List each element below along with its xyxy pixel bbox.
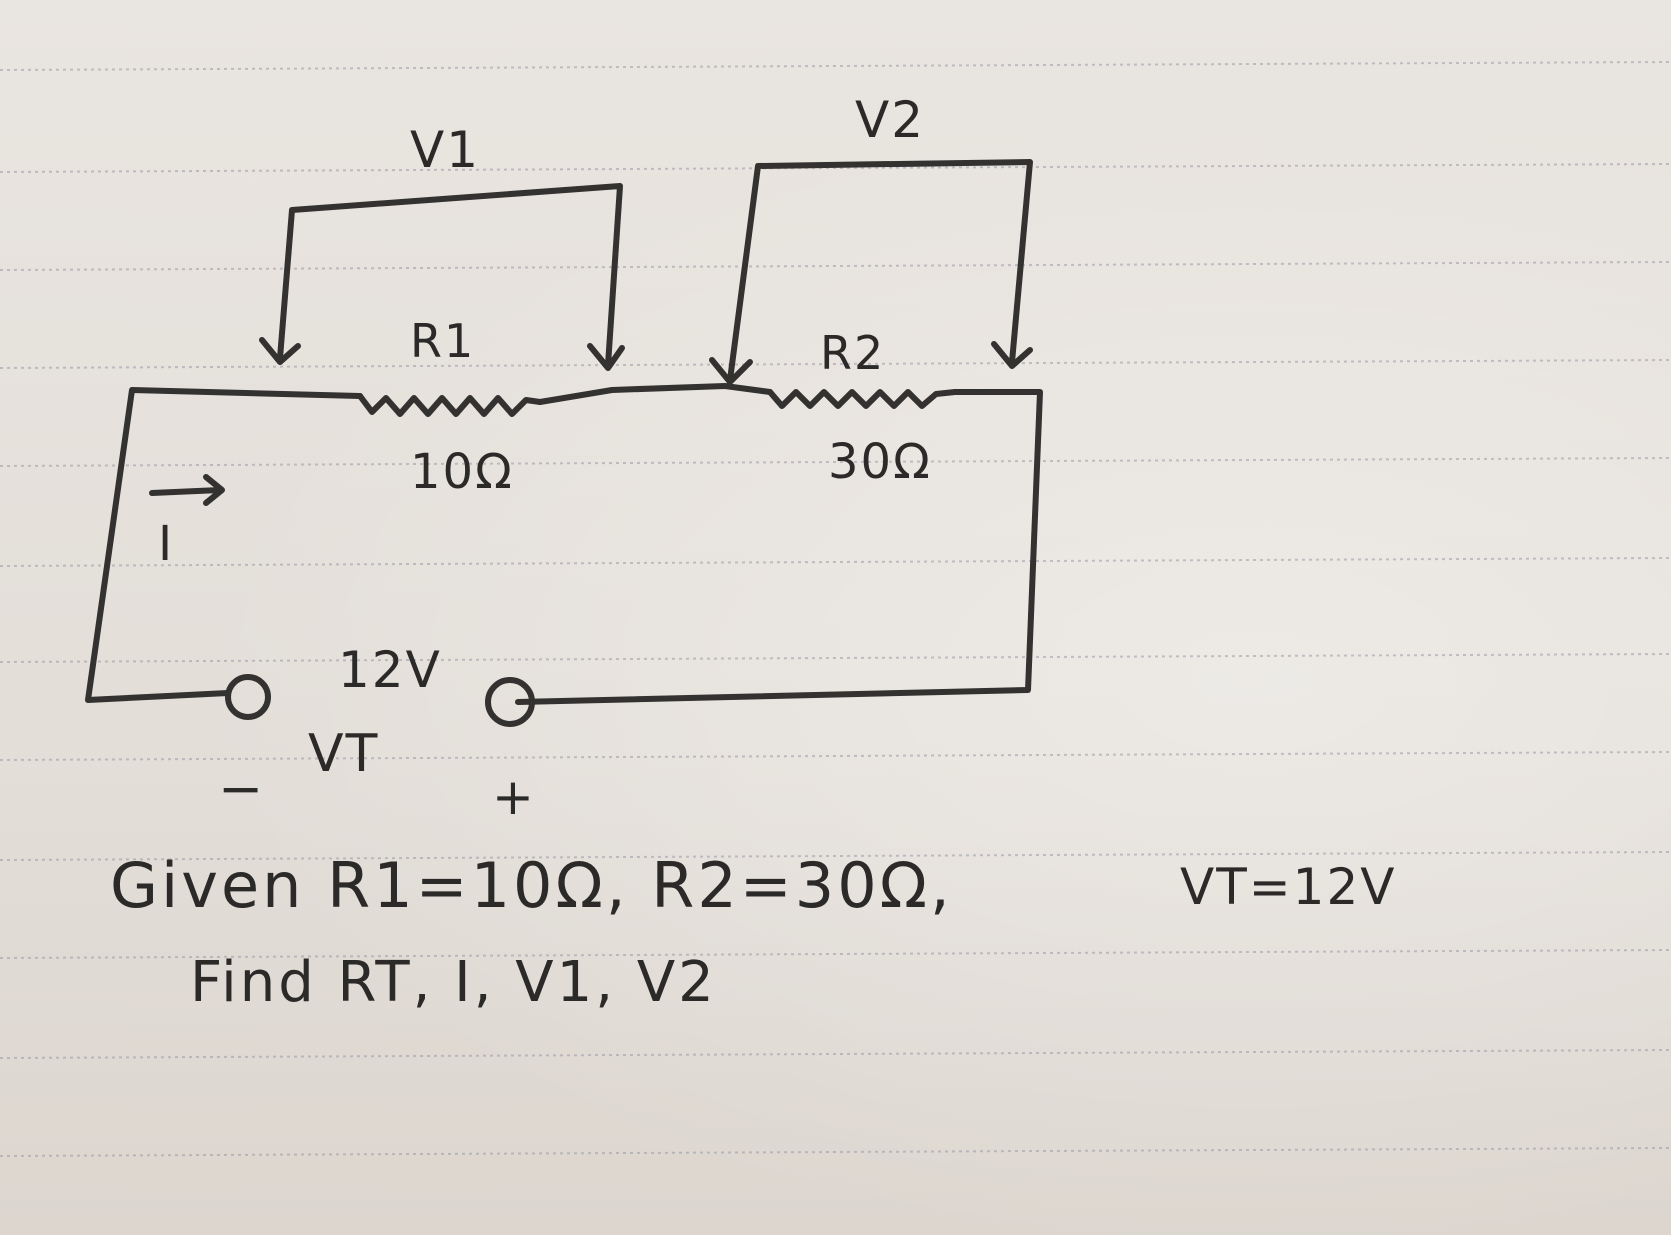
r1-label: R1 — [410, 314, 476, 368]
v1-meter-bracket — [277, 183, 623, 368]
rule-line — [0, 949, 1671, 959]
source-voltage-label: 12V — [338, 641, 442, 699]
rule-line — [0, 61, 1671, 71]
positive-sign-label: + — [492, 768, 536, 826]
rule-line — [0, 359, 1671, 369]
vt-label: VT — [308, 724, 380, 784]
v1-left-arrowhead — [259, 337, 301, 365]
v2-meter-bracket — [727, 159, 1033, 383]
current-arrow — [149, 474, 225, 506]
given-statement: Given R1=10Ω, R2=30Ω, — [110, 849, 953, 922]
v2-label: V2 — [855, 91, 926, 149]
find-statement: Find RT, I, V1, V2 — [190, 950, 717, 1015]
rule-line — [0, 751, 1671, 761]
v2-left-arrowhead — [709, 357, 753, 385]
rule-line — [0, 163, 1671, 173]
middle-wire — [537, 383, 773, 405]
rule-line — [0, 851, 1671, 861]
r1-value-label: 10Ω — [410, 444, 514, 500]
rule-line — [0, 557, 1671, 567]
v1-right-arrowhead — [587, 343, 625, 371]
r2-label: R2 — [820, 326, 886, 380]
negative-terminal — [225, 674, 271, 720]
current-label: I — [158, 516, 175, 572]
right-wire — [515, 389, 1043, 705]
r2-value-label: 30Ω — [828, 434, 932, 490]
v1-label: V1 — [410, 121, 481, 179]
positive-terminal — [485, 677, 535, 727]
resistor-r2-zigzag — [767, 389, 958, 409]
given-vt-statement: VT=12V — [1180, 858, 1397, 916]
rule-line — [0, 1147, 1671, 1157]
resistor-r1-zigzag — [357, 393, 543, 417]
rule-line — [0, 457, 1671, 467]
left-wire — [85, 387, 363, 703]
rule-line — [0, 261, 1671, 271]
v2-right-arrowhead — [991, 341, 1033, 369]
rule-line — [0, 653, 1671, 663]
rule-line — [0, 1049, 1671, 1059]
negative-sign-label: − — [218, 757, 266, 820]
